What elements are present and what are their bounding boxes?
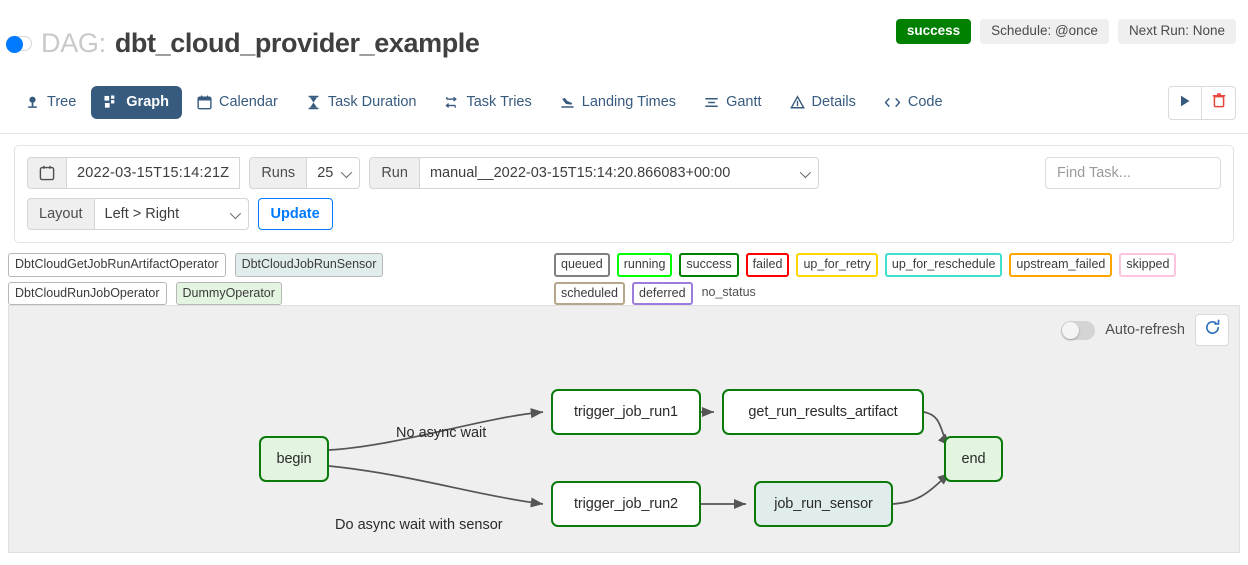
- tab-calendar[interactable]: Calendar: [184, 86, 291, 119]
- edge-label-no-async-wait: No async wait: [396, 425, 487, 441]
- page-header: DAG: dbt_cloud_provider_example success …: [0, 0, 1248, 72]
- layout-group: Layout Left > Right: [27, 198, 249, 230]
- runs-label: Runs: [249, 157, 307, 189]
- legend-state-chip[interactable]: no_status: [701, 284, 756, 299]
- header-badges: success Schedule: @once Next Run: None: [895, 19, 1236, 44]
- tab-label: Graph: [126, 94, 169, 111]
- legend-state-chip[interactable]: queued: [554, 253, 610, 277]
- calendar-icon[interactable]: [27, 157, 66, 189]
- num-runs-select[interactable]: 25: [306, 157, 361, 189]
- layout-select[interactable]: Left > Right: [93, 198, 249, 230]
- graph-node-job-run-sensor[interactable]: job_run_sensor: [754, 481, 893, 527]
- node-label: trigger_job_run1: [574, 404, 678, 420]
- dag-run-select[interactable]: manual__2022-03-15T15:14:20.866083+00:00: [418, 157, 819, 189]
- tab-label: Landing Times: [581, 94, 677, 111]
- tab-graph[interactable]: Graph: [91, 86, 182, 119]
- triangle-icon: [789, 95, 805, 110]
- tab-details[interactable]: Details: [777, 86, 869, 119]
- graph-node-end[interactable]: end: [944, 436, 1003, 482]
- find-task-input[interactable]: Find Task...: [1045, 157, 1221, 189]
- tab-tree[interactable]: Tree: [12, 86, 89, 119]
- legend: DbtCloudGetJobRunArtifactOperator DbtClo…: [8, 253, 1240, 305]
- node-label: job_run_sensor: [774, 496, 873, 512]
- tree-icon: [25, 95, 40, 110]
- graph-canvas[interactable]: Auto-refresh begin trigger_job_run1 get_…: [8, 305, 1240, 553]
- dag-pause-toggle[interactable]: [6, 36, 32, 53]
- dag-action-buttons: [1168, 86, 1236, 120]
- legend-operator-chip[interactable]: DbtCloudRunJobOperator: [8, 281, 167, 305]
- tab-task-tries[interactable]: Task Tries: [431, 86, 544, 119]
- update-button[interactable]: Update: [257, 198, 333, 230]
- tab-code[interactable]: Code: [871, 86, 956, 119]
- tab-label: Tree: [47, 94, 77, 111]
- legend-state-chip[interactable]: failed: [745, 253, 790, 277]
- graph-node-trigger-job-run2[interactable]: trigger_job_run2: [551, 481, 701, 527]
- node-label: trigger_job_run2: [574, 496, 678, 512]
- hourglass-icon: [306, 95, 321, 110]
- legend-state-chip[interactable]: up_for_retry: [796, 253, 878, 277]
- auto-refresh-label: Auto-refresh: [1105, 321, 1185, 338]
- landing-icon: [560, 95, 575, 110]
- tab-label: Details: [811, 94, 856, 111]
- tab-landing-times[interactable]: Landing Times: [547, 86, 689, 119]
- auto-refresh-toggle[interactable]: [1061, 320, 1096, 340]
- legend-operator-chip[interactable]: DbtCloudJobRunSensor: [234, 253, 384, 277]
- delete-dag-button[interactable]: [1202, 86, 1236, 120]
- base-date-input[interactable]: 2022-03-15T15:14:21Z: [66, 157, 241, 189]
- tab-label: Calendar: [218, 94, 278, 111]
- tab-label: Task Duration: [327, 94, 417, 111]
- run-group: Run manual__2022-03-15T15:14:20.866083+0…: [369, 157, 819, 189]
- refresh-button[interactable]: [1195, 314, 1229, 346]
- legend-operators: DbtCloudGetJobRunArtifactOperator DbtClo…: [8, 253, 538, 305]
- legend-state-chip[interactable]: deferred: [632, 281, 693, 305]
- legend-state-chip[interactable]: scheduled: [554, 281, 625, 305]
- gantt-icon: [704, 95, 719, 110]
- run-label: Run: [369, 157, 419, 189]
- legend-operator-chip[interactable]: DummyOperator: [175, 281, 282, 305]
- schedule-badge[interactable]: Schedule: @once: [980, 19, 1109, 44]
- trigger-dag-button[interactable]: [1168, 86, 1202, 120]
- refresh-icon: [1204, 319, 1221, 341]
- dag-title: DAG: dbt_cloud_provider_example: [6, 28, 480, 59]
- status-badge: success: [895, 19, 972, 44]
- view-tabs: Tree Graph Calendar Task Duration Task T: [12, 86, 956, 119]
- node-label: end: [961, 451, 986, 467]
- view-tabbar: Tree Graph Calendar Task Duration Task T: [0, 72, 1248, 134]
- trash-icon: [1212, 93, 1226, 113]
- code-icon: [884, 95, 901, 110]
- tab-label: Gantt: [726, 94, 762, 111]
- base-date-group: 2022-03-15T15:14:21Z: [27, 157, 241, 189]
- auto-refresh-controls: Auto-refresh: [1061, 314, 1229, 346]
- legend-state-chip[interactable]: upstream_failed: [1009, 253, 1113, 277]
- legend-state-chip[interactable]: skipped: [1119, 253, 1177, 277]
- filter-row-secondary: Layout Left > Right Update: [27, 198, 1221, 230]
- runs-group: Runs 25: [249, 157, 361, 189]
- node-label: get_run_results_artifact: [748, 404, 898, 420]
- node-label: begin: [276, 451, 312, 467]
- calendar-icon: [197, 95, 212, 110]
- next-run-badge[interactable]: Next Run: None: [1117, 19, 1236, 44]
- graph-node-begin[interactable]: begin: [259, 436, 329, 482]
- retry-icon: [444, 95, 459, 110]
- graph-icon: [104, 95, 119, 110]
- graph-node-get-run-results-artifact[interactable]: get_run_results_artifact: [722, 389, 924, 435]
- play-icon: [1178, 94, 1192, 113]
- tab-label: Code: [907, 94, 943, 111]
- layout-label: Layout: [27, 198, 94, 230]
- graph-node-trigger-job-run1[interactable]: trigger_job_run1: [551, 389, 701, 435]
- legend-state-chip[interactable]: running: [616, 253, 673, 277]
- legend-operator-chip[interactable]: DbtCloudGetJobRunArtifactOperator: [8, 253, 226, 277]
- tab-task-duration[interactable]: Task Duration: [293, 86, 430, 119]
- legend-state-chip[interactable]: success: [679, 253, 739, 277]
- legend-state-chip[interactable]: up_for_reschedule: [884, 253, 1003, 277]
- legend-states: queued running success failed up_for_ret…: [554, 253, 1240, 305]
- filter-row-primary: 2022-03-15T15:14:21Z Runs 25 Run manual_…: [27, 157, 1221, 189]
- edge-label-do-async-wait: Do async wait with sensor: [335, 517, 503, 533]
- filter-bar: 2022-03-15T15:14:21Z Runs 25 Run manual_…: [14, 145, 1234, 243]
- page-title: dbt_cloud_provider_example: [114, 28, 480, 58]
- dag-prefix-label: DAG:: [41, 28, 106, 58]
- tab-label: Task Tries: [466, 94, 532, 111]
- tab-gantt[interactable]: Gantt: [691, 86, 774, 119]
